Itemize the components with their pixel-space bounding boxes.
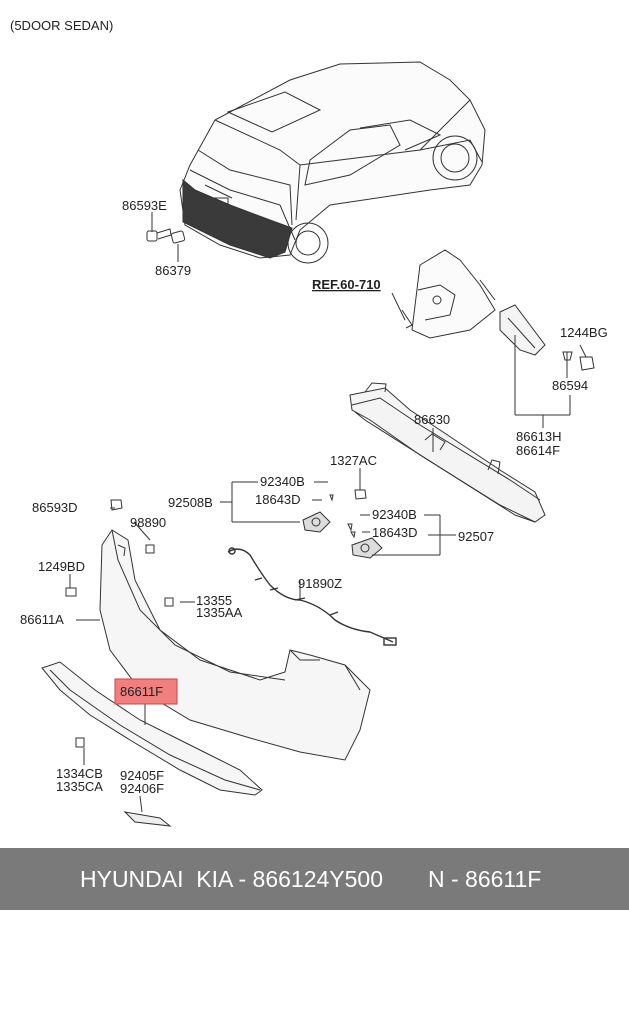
- label-92405f: 92405F: [120, 768, 164, 783]
- label-86593e: 86593E: [122, 198, 167, 213]
- footer-ref: N - 86611F: [428, 866, 542, 892]
- label-92406f: 92406F: [120, 781, 164, 796]
- label-86379: 86379: [155, 263, 191, 278]
- sensor-bracket-left: [302, 494, 334, 533]
- clip-1334cb: [75, 737, 85, 748]
- label-92508b: 92508B: [168, 495, 213, 510]
- label-86594: 86594: [552, 378, 588, 393]
- clip-86594: [562, 351, 573, 361]
- label-1244bg: 1244BG: [560, 325, 608, 340]
- diagram-title: (5DOOR SEDAN): [10, 18, 114, 33]
- label-86613h: 86613H: [516, 429, 562, 444]
- label-1249bd: 1249BD: [38, 559, 85, 574]
- label-86614f: 86614F: [516, 443, 560, 458]
- footer-brand-code: HYUNDAI KIA - 866124Y500: [80, 866, 383, 892]
- label-1335aa: 1335AA: [196, 605, 243, 620]
- clip-98890: [145, 544, 155, 554]
- label-92507: 92507: [458, 529, 494, 544]
- bolt-86593e: [146, 228, 172, 242]
- label-ref: REF.60-710: [312, 277, 381, 292]
- parts-diagram: 86593E 86379 REF.60-710 1244BG 86594 866…: [20, 61, 608, 827]
- car-illustration: [179, 61, 486, 264]
- label-18643d-b: 18643D: [372, 525, 418, 540]
- bolt-1244bg: [579, 356, 595, 371]
- clip-13355: [164, 597, 174, 607]
- label-92340b-b: 92340B: [372, 507, 417, 522]
- label-18643d-a: 18643D: [255, 492, 301, 507]
- screw-1249bd: [65, 587, 77, 597]
- label-1334cb: 1334CB: [56, 766, 103, 781]
- label-86611a: 86611A: [20, 612, 64, 627]
- body-panel-ref: [401, 249, 496, 339]
- label-1327ac: 1327AC: [330, 453, 377, 468]
- lower-diffuser-86611f: [41, 661, 263, 796]
- label-86593d: 86593D: [32, 500, 78, 515]
- highlight-86611f: [114, 678, 178, 705]
- clip-86379: [170, 230, 186, 244]
- label-13355: 13355: [196, 593, 232, 608]
- sensor-bracket-right: [347, 523, 383, 559]
- harness-91890z: [227, 547, 397, 646]
- label-92340b-a: 92340B: [260, 474, 305, 489]
- retainer-86593d: [110, 499, 123, 511]
- label-98890: 98890: [130, 515, 166, 530]
- reflector-92405f: [123, 811, 172, 827]
- leader-lines: [69, 212, 587, 813]
- label-91890z: 91890Z: [298, 576, 342, 591]
- label-1335ca: 1335CA: [56, 779, 103, 794]
- nut-1327ac: [354, 489, 367, 500]
- footer-bar: HYUNDAI KIA - 866124Y500 N - 86611F: [0, 848, 629, 910]
- bumper-beam-86630: [349, 382, 546, 523]
- label-86630: 86630: [414, 412, 450, 427]
- bracket-86613h: [499, 304, 546, 356]
- label-86611f: 86611F: [120, 684, 163, 699]
